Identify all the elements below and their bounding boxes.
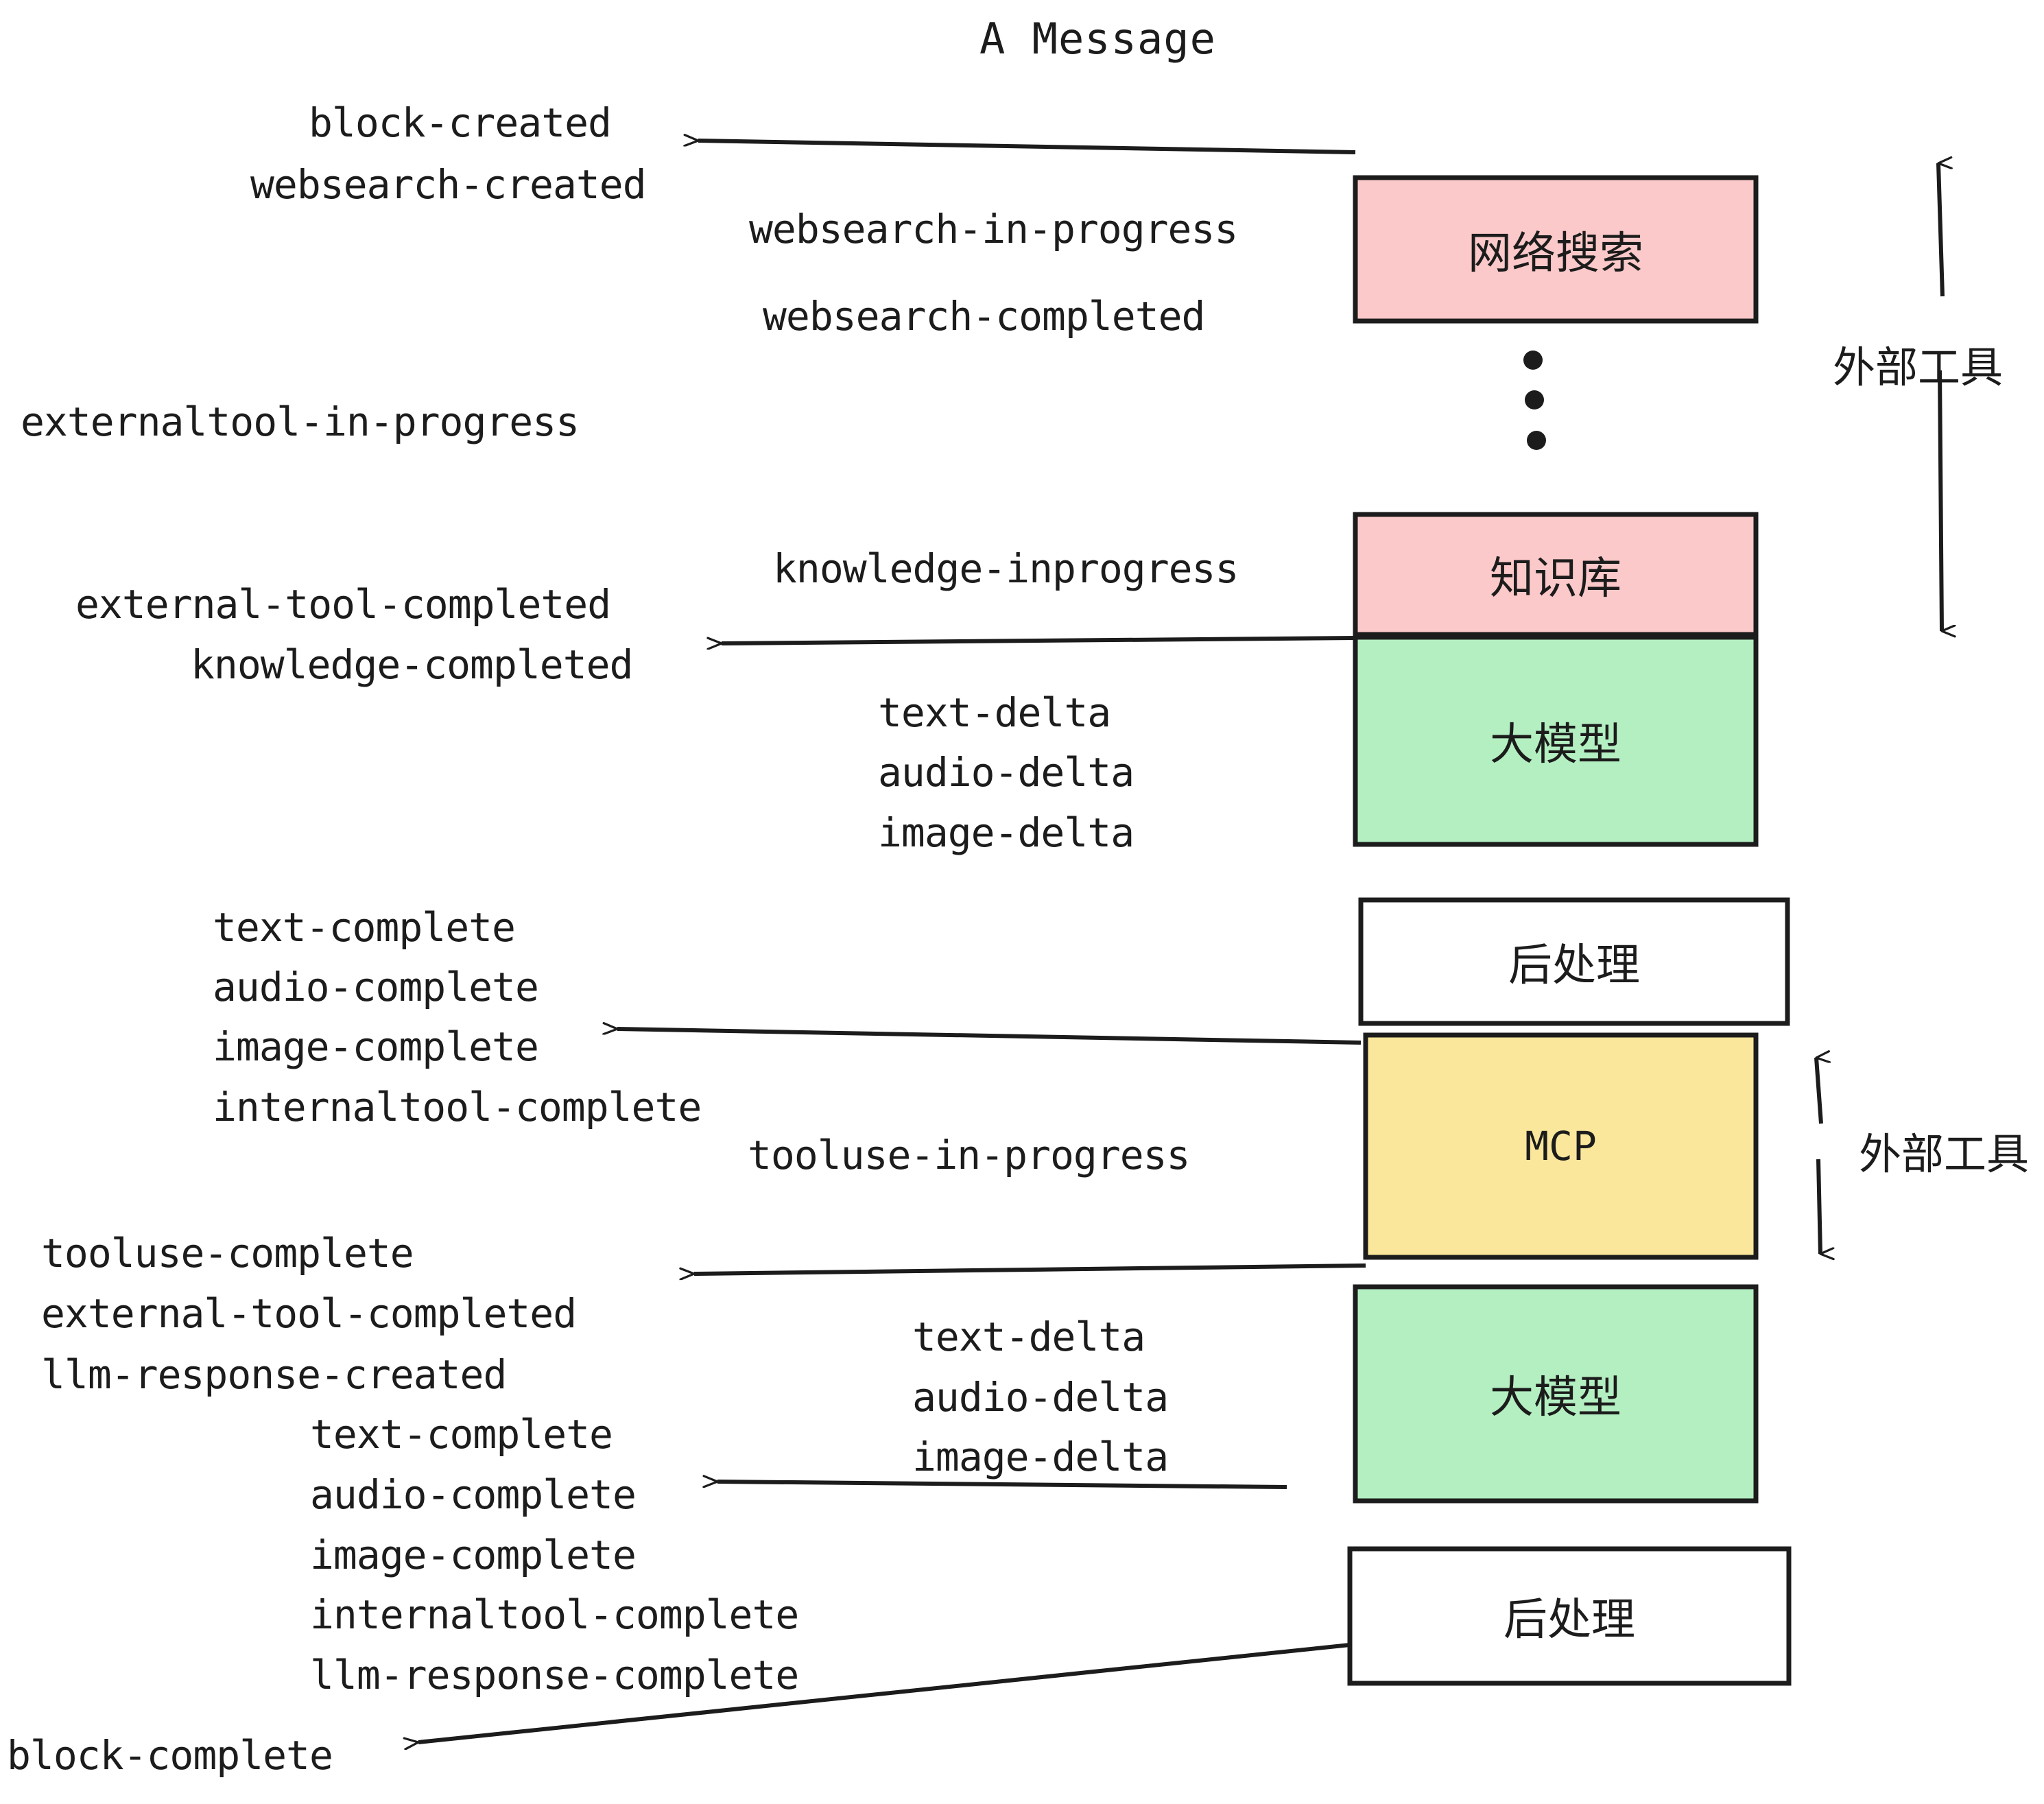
arrow-block-complete — [418, 1643, 1351, 1742]
event-llm-response-created: llm-response-created — [41, 1351, 507, 1398]
external-tools-upper-down-arrow-icon — [1938, 370, 1942, 631]
arrow-tooluse-complete — [694, 1263, 1366, 1274]
vertical-ellipsis-icon — [1523, 351, 1546, 450]
event-tooluse-in-progress: tooluse-in-progress — [748, 1132, 1190, 1178]
event-image-delta-2: image-delta — [912, 1434, 1169, 1480]
event-text-complete-1: text-complete — [213, 904, 516, 951]
event-internaltool-complete-2: internaltool-complete — [310, 1591, 799, 1638]
event-block-created: block-created — [309, 99, 612, 146]
box-shape-llm-upper[interactable] — [1353, 634, 1759, 847]
event-knowledge-inprogress: knowledge-inprogress — [773, 545, 1239, 592]
event-internaltool-complete-1: internaltool-complete — [213, 1084, 702, 1130]
arrow-block-created — [698, 141, 1356, 154]
event-llm-response-complete: llm-response-complete — [310, 1652, 799, 1698]
event-image-complete-1: image-complete — [213, 1023, 539, 1070]
event-external-tool-completed-2: external-tool-completed — [41, 1290, 577, 1337]
event-external-tool-completed-1: external-tool-completed — [75, 581, 611, 628]
event-audio-complete-2: audio-complete — [310, 1471, 637, 1518]
event-tooluse-complete: tooluse-complete — [41, 1230, 414, 1277]
external-tools-upper-up-arrow-icon — [1936, 163, 1942, 297]
diagram-title: A Message — [979, 14, 1216, 64]
box-shape-llm-lower[interactable] — [1353, 1284, 1759, 1504]
event-websearch-created: websearch-created — [250, 161, 647, 208]
event-block-complete: block-complete — [7, 1732, 333, 1779]
side-label-external-tools-upper: 外部工具 — [1833, 342, 2004, 392]
arrow-image-complete — [617, 1029, 1362, 1045]
event-externaltool-in-progress: externaltool-in-progress — [21, 399, 580, 445]
box-shape-postprocess-upper[interactable] — [1358, 897, 1790, 1026]
arrow-audio-complete — [717, 1482, 1287, 1489]
event-websearch-in-progress: websearch-in-progress — [749, 206, 1238, 252]
arrow-knowledge-completed — [722, 636, 1356, 643]
external-tools-lower-down-arrow-icon — [1816, 1159, 1820, 1254]
event-audio-delta-1: audio-delta — [878, 749, 1134, 796]
box-shape-postprocess-lower[interactable] — [1347, 1546, 1792, 1686]
event-audio-complete-1: audio-complete — [213, 964, 539, 1010]
event-text-delta-1: text-delta — [878, 689, 1111, 736]
external-tools-lower-up-arrow-icon — [1814, 1058, 1821, 1124]
event-image-complete-2: image-complete — [310, 1532, 637, 1578]
event-image-delta-1: image-delta — [878, 809, 1134, 856]
box-shape-mcp[interactable] — [1363, 1032, 1759, 1260]
event-audio-delta-2: audio-delta — [912, 1374, 1169, 1421]
event-text-complete-2: text-complete — [310, 1411, 613, 1458]
event-text-delta-2: text-delta — [912, 1314, 1145, 1360]
event-websearch-completed: websearch-completed — [763, 293, 1205, 340]
box-shape-websearch[interactable] — [1353, 175, 1759, 324]
box-shape-knowledge[interactable] — [1353, 512, 1759, 637]
side-label-external-tools-lower: 外部工具 — [1859, 1129, 2030, 1179]
event-knowledge-completed: knowledge-completed — [191, 641, 633, 688]
